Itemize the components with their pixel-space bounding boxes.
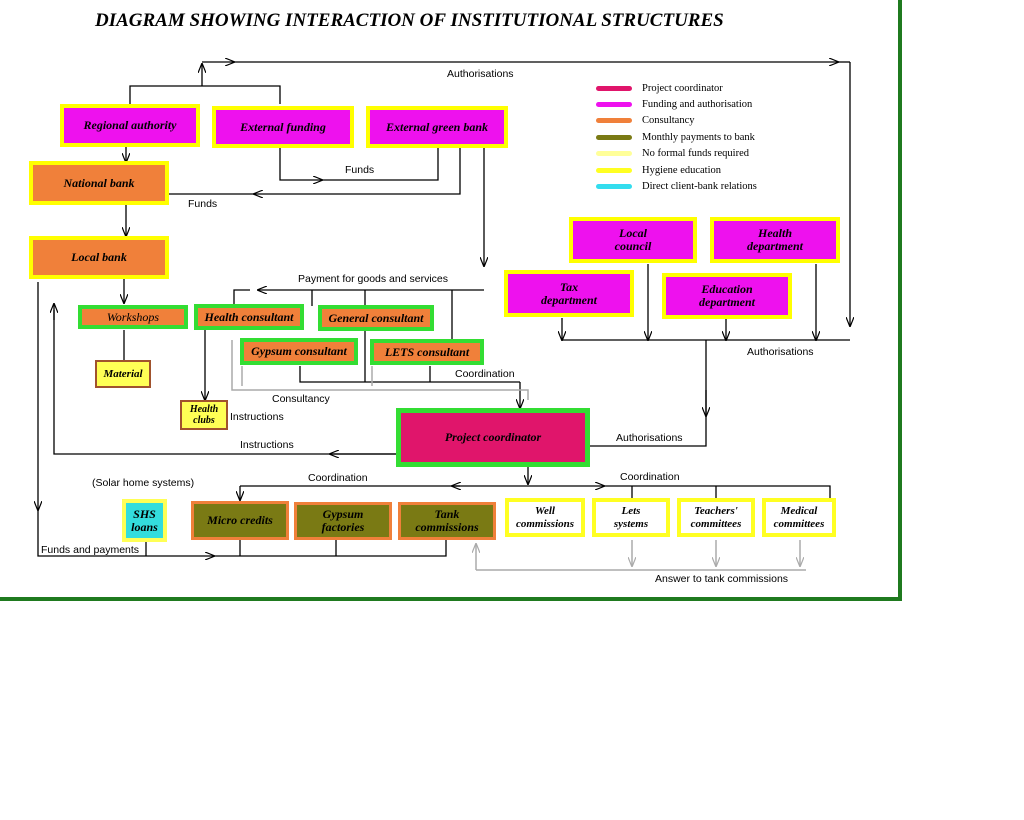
health-clubs-label: Health clubs	[189, 404, 219, 426]
material-box: Material	[95, 360, 151, 388]
health-department-box: Health department	[710, 217, 840, 263]
regional-authority-label: Regional authority	[83, 118, 177, 132]
label-authorisations-top: Authorisations	[447, 68, 514, 80]
well-commissions-box: Well commissions	[505, 498, 585, 537]
label-authorisations-right: Authorisations	[747, 346, 814, 358]
label-coordination-1: Coordination	[455, 368, 515, 380]
lets-systems-box: Lets systems	[592, 498, 670, 537]
legend-item: No formal funds required	[596, 145, 749, 161]
external-green-bank-label: External green bank	[385, 119, 488, 134]
lets-consultant-label: LETS consultant	[384, 344, 470, 359]
legend-swatch	[596, 167, 632, 173]
national-bank-box: National bank	[29, 161, 169, 205]
tank-commissions-box: Tank commissions	[398, 502, 496, 540]
teachers-committees-label: Teachers' committees	[690, 504, 742, 530]
label-authorisations-pc: Authorisations	[616, 432, 683, 444]
legend-label: Project coordinator	[642, 82, 723, 94]
label-answer-tank: Answer to tank commissions	[655, 573, 789, 585]
legend-swatch	[596, 101, 632, 107]
medical-committees-label: Medical committees	[773, 504, 825, 530]
external-funding-box: External funding	[212, 106, 354, 148]
legend-label: Monthly payments to bank	[642, 131, 755, 143]
legend-swatch	[596, 183, 632, 189]
label-payment: Payment for goods and services	[298, 273, 448, 285]
lets-systems-label: Lets systems	[613, 504, 649, 530]
legend-swatch	[596, 85, 632, 91]
micro-credits-label: Micro credits	[207, 513, 273, 527]
legend-label: Funding and authorisation	[642, 98, 753, 110]
label-coordination-right: Coordination	[620, 471, 680, 483]
education-department-box: Education department	[662, 273, 792, 319]
legend-swatch	[596, 150, 632, 156]
local-bank-label: Local bank	[71, 250, 127, 264]
project-coordinator-label: Project coordinator	[444, 430, 542, 444]
local-bank-box: Local bank	[29, 236, 169, 279]
teachers-committees-box: Teachers' committees	[677, 498, 755, 537]
gypsum-factories-label: Gypsum factories	[321, 507, 365, 534]
regional-authority-box: Regional authority	[60, 104, 200, 147]
label-solar: (Solar home systems)	[92, 477, 195, 489]
label-funds-2: Funds	[188, 198, 218, 210]
external-funding-label: External funding	[240, 119, 326, 134]
legend-swatch	[596, 134, 632, 140]
national-bank-label: National bank	[63, 175, 135, 190]
label-consultancy: Consultancy	[272, 393, 330, 405]
label-funds-1: Funds	[345, 164, 375, 176]
shs-loans-label: SHS loans	[131, 506, 158, 534]
lets-consultant-box: LETS consultant	[370, 339, 484, 365]
workshops-label: Workshops	[106, 309, 160, 324]
shs-loans-box: SHS loans	[122, 499, 167, 542]
well-commissions-label: Well commissions	[515, 504, 575, 530]
label-instructions-2: Instructions	[240, 439, 294, 451]
medical-committees-box: Medical committees	[762, 498, 836, 537]
tank-commissions-label: Tank commissions	[415, 507, 479, 534]
legend-item: Funding and authorisation	[596, 96, 752, 112]
legend-item: Hygiene education	[596, 162, 721, 178]
label-coordination-left: Coordination	[308, 472, 368, 484]
health-department-label: Health department	[747, 226, 803, 253]
general-consultant-box: General consultant	[318, 305, 434, 331]
legend-item: Project coordinator	[596, 80, 723, 96]
legend-item: Consultancy	[596, 112, 695, 128]
authorisations-top-line	[129, 85, 281, 104]
health-consultant-box: Health consultant	[194, 304, 304, 330]
gypsum-consultant-label: Gypsum consultant	[251, 344, 347, 358]
tax-department-box: Tax department	[504, 270, 634, 317]
legend-item: Direct client-bank relations	[596, 178, 757, 194]
health-consultant-label: Health consultant	[204, 309, 294, 324]
legend-item: Monthly payments to bank	[596, 129, 755, 145]
micro-credits-box: Micro credits	[191, 501, 289, 540]
workshops-box: Workshops	[78, 305, 188, 329]
legend-label: Hygiene education	[642, 164, 722, 176]
legend-label: Consultancy	[642, 114, 695, 126]
material-label: Material	[103, 367, 143, 380]
diagram-frame	[0, 0, 902, 601]
local-council-box: Local council	[569, 217, 697, 263]
general-consultant-label: General consultant	[328, 310, 424, 325]
gypsum-factories-box: Gypsum factories	[294, 502, 392, 540]
external-green-bank-box: External green bank	[366, 106, 508, 148]
local-council-label: Local council	[614, 226, 652, 253]
health-clubs-box: Health clubs	[180, 400, 228, 430]
gypsum-consultant-box: Gypsum consultant	[240, 338, 358, 365]
legend-label: Direct client-bank relations	[642, 180, 757, 192]
label-funds-payments: Funds and payments	[41, 544, 140, 556]
education-department-label: Education department	[699, 282, 755, 309]
legend-label: No formal funds required	[642, 147, 750, 159]
legend-swatch	[596, 117, 632, 123]
diagram-title: DIAGRAM SHOWING INTERACTION OF INSTITUTI…	[95, 10, 724, 31]
label-instructions-1: Instructions	[230, 411, 284, 423]
tax-department-label: Tax department	[541, 279, 597, 307]
project-coordinator-box: Project coordinator	[396, 408, 590, 467]
